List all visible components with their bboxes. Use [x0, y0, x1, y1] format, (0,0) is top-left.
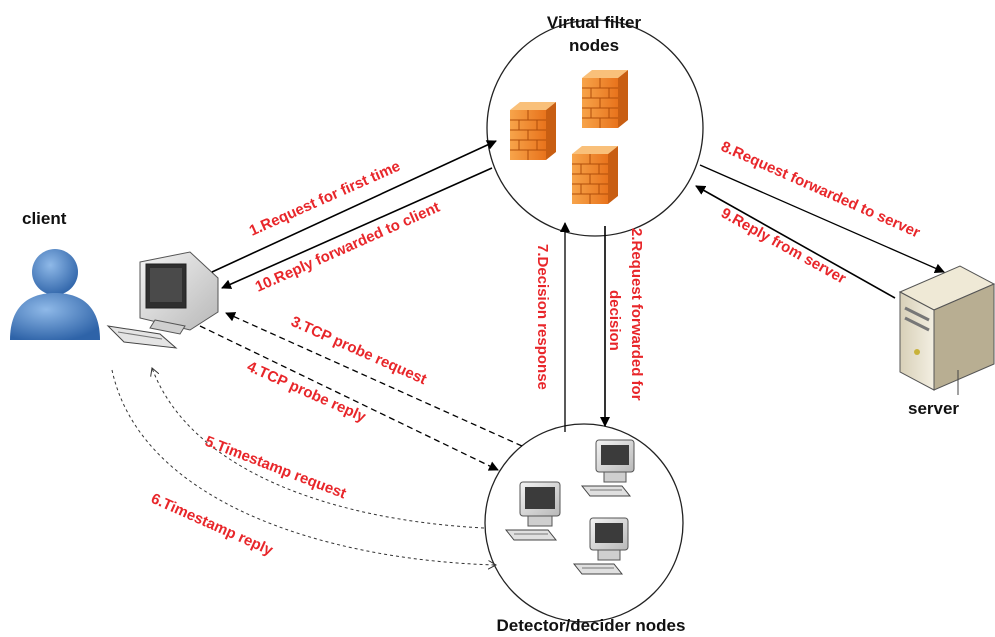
arrow-timestamp-request: [152, 368, 485, 529]
firewall-icon: [582, 70, 628, 128]
arrow-request-to-server: [699, 164, 945, 273]
step-2-label-line1: 2.Request forwarded for: [628, 228, 645, 401]
step-4-label: 4.TCP probe reply: [244, 358, 369, 426]
arrow-timestamp-reply: [111, 369, 496, 565]
step-9-label: 9.Reply from server: [718, 205, 849, 288]
step-2-label-line2: decision: [606, 290, 623, 351]
firewall-icon: [510, 102, 556, 160]
detector-computer-icon: [580, 439, 635, 497]
step-5-label: 5.Timestamp request: [203, 433, 349, 503]
step-6-label: 6.Timestamp reply: [148, 490, 276, 559]
client-label: client: [22, 209, 67, 228]
step-7-label: 7.Decision response: [534, 244, 551, 390]
arrow-tcp-probe-reply: [199, 325, 499, 471]
server-label: server: [908, 399, 959, 418]
firewall-icon: [572, 146, 618, 204]
detector-title: Detector/decider nodes: [497, 616, 686, 635]
user-icon: [10, 249, 100, 340]
arrow-reply-to-client: [221, 167, 493, 289]
arrow-reply-from-server: [695, 185, 896, 299]
detector-computer-icon: [504, 481, 561, 541]
server-icon: [898, 265, 995, 395]
arrow-tcp-probe-request: [225, 312, 523, 447]
detector-circle: [484, 423, 684, 623]
filter-title-line1: Virtual filter: [547, 13, 642, 32]
client-computer-icon: [106, 251, 219, 349]
filter-title-line2: nodes: [569, 36, 619, 55]
arrow-request-first-time: [211, 140, 497, 273]
detector-computer-icon: [572, 517, 629, 575]
